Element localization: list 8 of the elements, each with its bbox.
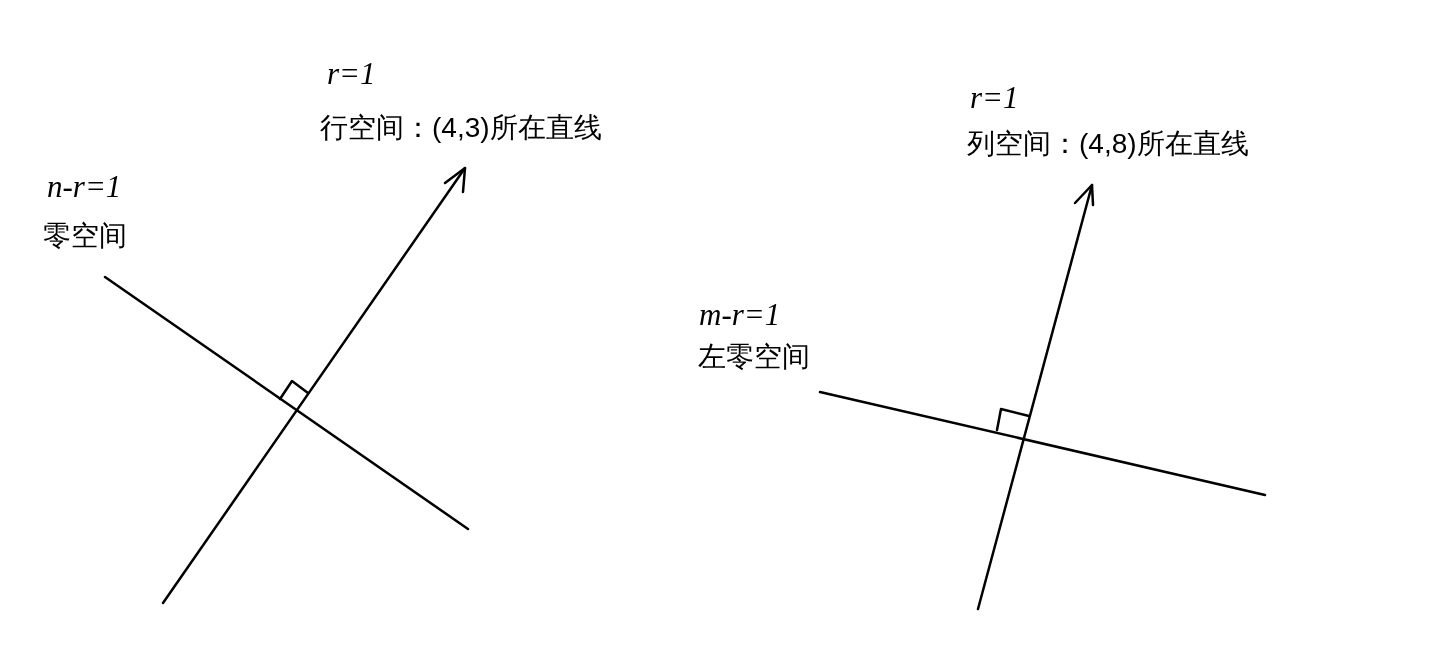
dimension-label: n-r=1 xyxy=(47,171,122,202)
rank-label: r=1 xyxy=(970,82,1019,113)
space-label: 行空间：(4,3)所在直线 xyxy=(320,114,602,142)
rank-label: r=1 xyxy=(327,58,376,89)
space-label: 零空间 xyxy=(43,222,127,250)
space-label: 左零空间 xyxy=(698,343,810,371)
dimension-label: m-r=1 xyxy=(699,299,781,330)
space-label: 列空间：(4,8)所在直线 xyxy=(967,130,1249,158)
